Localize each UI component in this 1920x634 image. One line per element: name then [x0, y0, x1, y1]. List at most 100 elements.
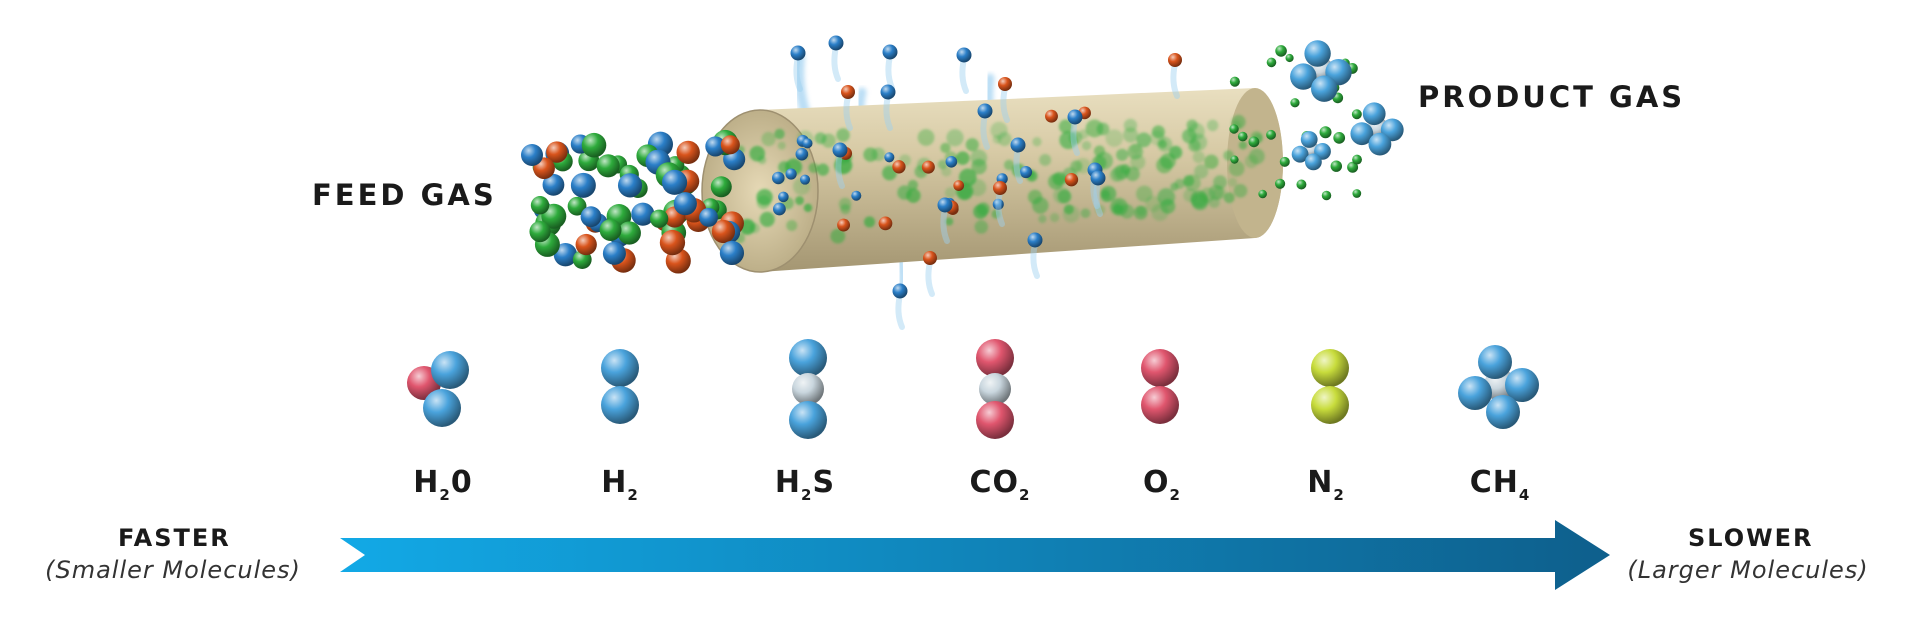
carbon-dioxide-molecule-icon — [976, 339, 1014, 439]
permeation-trail — [1170, 61, 1180, 99]
atom — [601, 349, 639, 387]
gas-particle — [596, 154, 620, 178]
gas-particle — [803, 203, 813, 212]
permeation-trail — [885, 53, 895, 91]
formula-subscript: 2 — [1333, 486, 1345, 504]
gas-particle — [1296, 179, 1307, 190]
permeation-trail — [925, 259, 935, 297]
gas-particle — [808, 162, 819, 173]
gas-particle — [650, 209, 669, 228]
gas-particle — [882, 44, 898, 60]
methane-molecule-icon — [1458, 345, 1539, 429]
formula-subscript: 2 — [1019, 486, 1031, 504]
gas-particle — [1090, 170, 1106, 186]
gas-particle — [1156, 156, 1173, 174]
gas-particle — [940, 142, 951, 154]
gas-particle — [1027, 232, 1043, 248]
gas-particle — [1279, 156, 1290, 167]
gas-particle — [1181, 128, 1197, 144]
product-gas-label: PRODUCT GAS — [1418, 80, 1686, 114]
gas-particle — [937, 197, 953, 213]
gas-particle — [1168, 145, 1183, 160]
gas-particle — [1032, 137, 1042, 147]
gas-particle — [1053, 186, 1070, 204]
gas-particle — [973, 204, 988, 219]
gas-particle — [1032, 197, 1049, 214]
gas-particle — [1136, 185, 1153, 203]
gas-particle — [575, 233, 597, 256]
methane-molecule-icon — [1290, 40, 1352, 102]
gas-particle — [761, 131, 776, 147]
formula-subscript: 2 — [439, 486, 451, 504]
gas-particle — [945, 217, 954, 226]
gas-particle — [1192, 151, 1205, 164]
gas-particle — [773, 202, 786, 216]
gas-particle — [944, 187, 956, 199]
gas-particle — [997, 132, 1012, 147]
gas-particle — [863, 147, 878, 162]
gas-particle — [837, 218, 850, 232]
gas-particle — [631, 202, 655, 226]
gas-particle — [1038, 214, 1047, 224]
formula-base: O — [1143, 465, 1170, 500]
gas-particle — [778, 191, 789, 203]
gas-particle — [1058, 119, 1073, 134]
gas-particle — [659, 229, 686, 256]
atom — [431, 351, 469, 389]
gas-particle — [1290, 98, 1300, 108]
gas-particle — [530, 196, 550, 215]
gas-particle — [759, 211, 775, 227]
gas-particle — [1149, 130, 1166, 146]
gas-particle — [1114, 164, 1130, 180]
permeation-trail — [1030, 241, 1040, 279]
gas-particle — [1352, 154, 1362, 165]
gas-particle — [542, 173, 565, 196]
water-molecule-icon — [407, 351, 469, 427]
gas-particle — [830, 228, 846, 244]
gas-particle — [1319, 126, 1332, 139]
methane-molecule-icon — [1291, 131, 1331, 171]
atom — [1305, 153, 1322, 171]
gas-particle — [1352, 189, 1362, 198]
gas-particle — [1003, 159, 1015, 171]
gas-particle — [1206, 119, 1219, 132]
atom — [1362, 102, 1386, 126]
formula-label: H2S — [765, 465, 845, 504]
atom — [1304, 40, 1331, 67]
gas-particle — [720, 135, 740, 155]
formula-label: H2 — [580, 465, 660, 504]
gas-particle — [1049, 212, 1060, 223]
smaller-molecules-label: (Smaller Molecules) — [45, 556, 301, 584]
formula-subscript: 2 — [627, 486, 639, 504]
atom — [1141, 349, 1179, 387]
gas-particle — [1100, 191, 1112, 203]
gas-particle — [1019, 165, 1033, 179]
gas-particle — [974, 220, 989, 234]
atom — [1350, 122, 1374, 146]
gas-particle — [1229, 76, 1240, 87]
gas-particle — [711, 219, 736, 244]
gas-particle — [1059, 131, 1078, 150]
gas-particle — [1123, 127, 1139, 143]
atom — [979, 373, 1011, 405]
gas-particle — [521, 144, 543, 166]
gas-particle — [1095, 204, 1106, 215]
gas-particle — [816, 163, 830, 176]
atom — [1458, 376, 1492, 410]
formula-subscript: 2 — [801, 486, 813, 504]
membrane-tube — [701, 88, 1283, 273]
gas-particle — [828, 35, 844, 51]
gas-particle — [1229, 124, 1239, 134]
atom — [1486, 395, 1520, 429]
gas-particle — [1238, 141, 1248, 150]
gas-particle — [1170, 182, 1179, 191]
gas-particle — [1266, 129, 1276, 140]
gas-particle — [953, 180, 965, 191]
gas-particle — [1063, 204, 1074, 215]
gas-particle — [546, 141, 568, 163]
formula-label: H20 — [403, 465, 483, 504]
gas-particle — [581, 132, 607, 158]
gas-particle — [1333, 132, 1346, 144]
gas-particle — [921, 160, 935, 174]
gas-particle — [673, 192, 697, 216]
